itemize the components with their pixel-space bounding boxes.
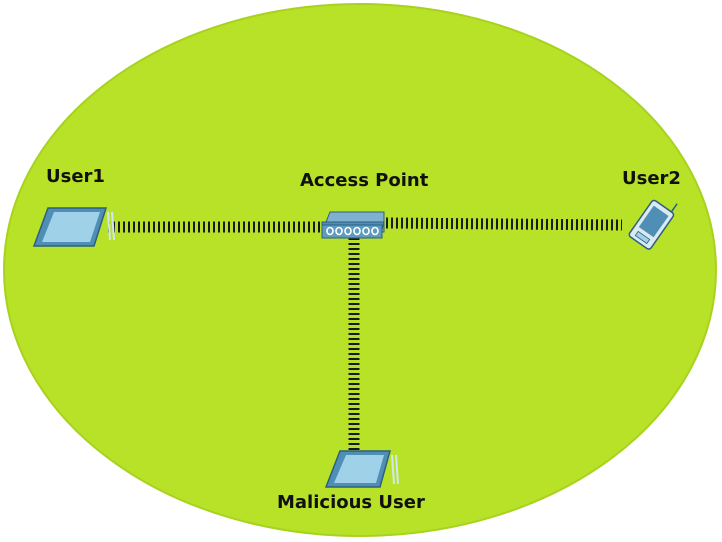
wireless-zone	[3, 3, 717, 537]
access-point-label: Access Point	[300, 170, 429, 191]
access-point-icon[interactable]	[321, 211, 385, 239]
user2-pda-icon[interactable]	[628, 191, 680, 250]
malicious-user-label: Malicious User	[277, 492, 425, 513]
user1-label: User1	[46, 166, 105, 187]
malicious-user-laptop-icon[interactable]	[324, 450, 399, 488]
user2-label: User2	[622, 168, 681, 189]
link-accesspoint-user2	[385, 217, 623, 231]
user1-laptop-icon[interactable]	[32, 207, 115, 247]
